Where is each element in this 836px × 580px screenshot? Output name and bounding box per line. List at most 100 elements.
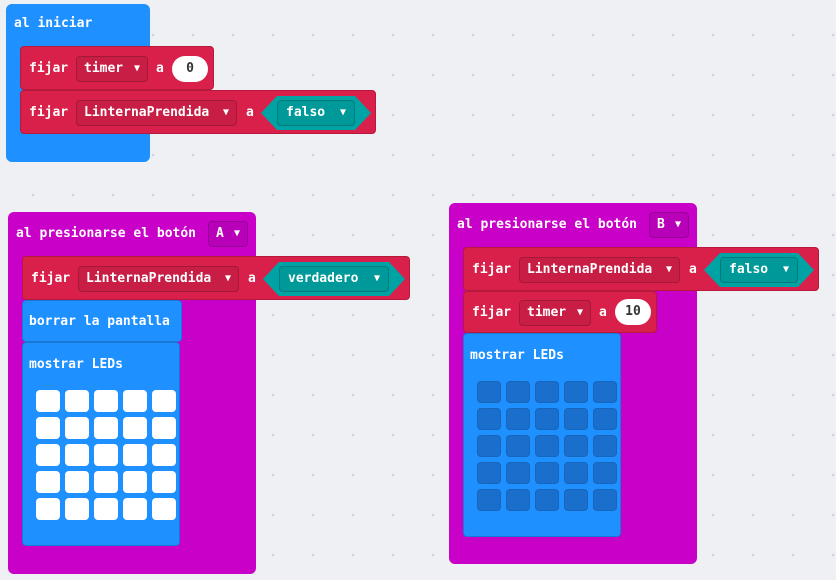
led-cell[interactable] bbox=[564, 408, 588, 430]
set-keyword: fijar bbox=[472, 262, 512, 277]
set-timer-block[interactable]: fijar timer ▼ a 0 bbox=[20, 46, 214, 90]
caret-down-icon: ▼ bbox=[233, 228, 240, 239]
boolean-label: verdadero bbox=[288, 271, 359, 286]
led-cell[interactable] bbox=[152, 417, 176, 439]
led-cell[interactable] bbox=[123, 390, 147, 412]
button-dropdown-b[interactable]: B ▼ bbox=[649, 212, 689, 238]
led-cell[interactable] bbox=[593, 489, 617, 511]
boolean-label: falso bbox=[729, 262, 769, 277]
led-cell[interactable] bbox=[506, 489, 530, 511]
number-input-timer[interactable]: 0 bbox=[172, 56, 208, 82]
led-cell[interactable] bbox=[564, 462, 588, 484]
variable-dropdown-timer[interactable]: timer ▼ bbox=[76, 56, 148, 82]
led-cell[interactable] bbox=[94, 417, 118, 439]
led-cell[interactable] bbox=[123, 417, 147, 439]
boolean-label: falso bbox=[286, 105, 326, 120]
variable-dropdown-timer[interactable]: timer ▼ bbox=[519, 300, 591, 326]
set-linterna-block[interactable]: fijar LinternaPrendida ▼ a falso▼ bbox=[20, 90, 376, 134]
led-cell[interactable] bbox=[152, 390, 176, 412]
led-cell[interactable] bbox=[535, 381, 559, 403]
led-cell[interactable] bbox=[535, 462, 559, 484]
led-cell[interactable] bbox=[564, 489, 588, 511]
led-cell[interactable] bbox=[65, 471, 89, 493]
led-cell[interactable] bbox=[65, 417, 89, 439]
led-cell[interactable] bbox=[477, 462, 501, 484]
led-cell[interactable] bbox=[506, 435, 530, 457]
led-cell[interactable] bbox=[535, 435, 559, 457]
set-linterna-block[interactable]: fijar LinternaPrendida ▼ a verdadero▼ bbox=[22, 256, 410, 300]
led-cell[interactable] bbox=[593, 462, 617, 484]
led-cell[interactable] bbox=[65, 498, 89, 520]
to-keyword: a bbox=[246, 105, 254, 120]
led-cell[interactable] bbox=[535, 489, 559, 511]
led-grid bbox=[36, 390, 176, 524]
led-cell[interactable] bbox=[477, 408, 501, 430]
led-cell[interactable] bbox=[506, 408, 530, 430]
caret-down-icon: ▼ bbox=[576, 307, 583, 318]
led-cell[interactable] bbox=[36, 417, 60, 439]
led-grid bbox=[477, 381, 617, 515]
led-cell[interactable] bbox=[593, 408, 617, 430]
set-timer-block[interactable]: fijar timer ▼ a 10 bbox=[463, 291, 657, 333]
button-name: A bbox=[216, 226, 224, 241]
variable-dropdown-linterna[interactable]: LinternaPrendida ▼ bbox=[519, 257, 680, 283]
led-cell[interactable] bbox=[36, 444, 60, 466]
variable-name: timer bbox=[527, 305, 567, 320]
button-b-label: al presionarse el botón bbox=[457, 217, 638, 232]
led-cell[interactable] bbox=[506, 462, 530, 484]
button-dropdown-a[interactable]: A ▼ bbox=[208, 221, 248, 247]
on-start-label: al iniciar bbox=[14, 16, 93, 31]
led-cell[interactable] bbox=[65, 444, 89, 466]
button-a-label: al presionarse el botón bbox=[16, 226, 197, 241]
variable-name: LinternaPrendida bbox=[86, 271, 212, 286]
led-cell[interactable] bbox=[152, 471, 176, 493]
led-cell[interactable] bbox=[94, 444, 118, 466]
boolean-value-verdadero[interactable]: verdadero ▼ bbox=[263, 262, 405, 296]
led-cell[interactable] bbox=[94, 390, 118, 412]
set-keyword: fijar bbox=[472, 305, 512, 320]
led-cell[interactable] bbox=[123, 498, 147, 520]
show-leds-block[interactable]: mostrar LEDs bbox=[463, 333, 621, 537]
button-b-arm bbox=[449, 245, 463, 535]
caret-down-icon: ▼ bbox=[224, 273, 231, 284]
number-input-timer[interactable]: 10 bbox=[615, 299, 651, 325]
led-cell[interactable] bbox=[94, 498, 118, 520]
led-cell[interactable] bbox=[477, 381, 501, 403]
show-leds-block[interactable]: mostrar LEDs bbox=[22, 342, 180, 546]
boolean-value-falso[interactable]: falso ▼ bbox=[704, 253, 814, 287]
variable-name: LinternaPrendida bbox=[527, 262, 653, 277]
led-cell[interactable] bbox=[535, 408, 559, 430]
variable-dropdown-linterna[interactable]: LinternaPrendida ▼ bbox=[76, 100, 237, 126]
variable-name: LinternaPrendida bbox=[84, 105, 210, 120]
led-cell[interactable] bbox=[593, 381, 617, 403]
set-keyword: fijar bbox=[29, 105, 69, 120]
led-cell[interactable] bbox=[152, 498, 176, 520]
led-cell[interactable] bbox=[593, 435, 617, 457]
set-keyword: fijar bbox=[31, 271, 71, 286]
caret-down-icon: ▼ bbox=[222, 107, 229, 118]
led-cell[interactable] bbox=[564, 381, 588, 403]
led-cell[interactable] bbox=[506, 381, 530, 403]
led-cell[interactable] bbox=[477, 489, 501, 511]
set-keyword: fijar bbox=[29, 61, 69, 76]
led-cell[interactable] bbox=[36, 471, 60, 493]
variable-name: timer bbox=[84, 61, 124, 76]
led-cell[interactable] bbox=[152, 444, 176, 466]
caret-down-icon: ▼ bbox=[782, 264, 789, 275]
led-cell[interactable] bbox=[123, 444, 147, 466]
led-cell[interactable] bbox=[65, 390, 89, 412]
led-cell[interactable] bbox=[94, 471, 118, 493]
led-cell[interactable] bbox=[36, 498, 60, 520]
caret-down-icon: ▼ bbox=[373, 273, 380, 284]
led-cell[interactable] bbox=[564, 435, 588, 457]
caret-down-icon: ▼ bbox=[133, 63, 140, 74]
clear-screen-block[interactable]: borrar la pantalla bbox=[22, 300, 182, 342]
set-linterna-block[interactable]: fijar LinternaPrendida ▼ a falso▼ bbox=[463, 247, 819, 291]
boolean-value-falso[interactable]: falso▼ bbox=[261, 96, 371, 130]
variable-dropdown-linterna[interactable]: LinternaPrendida ▼ bbox=[78, 266, 239, 292]
led-cell[interactable] bbox=[123, 471, 147, 493]
led-cell[interactable] bbox=[36, 390, 60, 412]
caret-down-icon: ▼ bbox=[665, 264, 672, 275]
led-cell[interactable] bbox=[477, 435, 501, 457]
to-keyword: a bbox=[599, 305, 607, 320]
